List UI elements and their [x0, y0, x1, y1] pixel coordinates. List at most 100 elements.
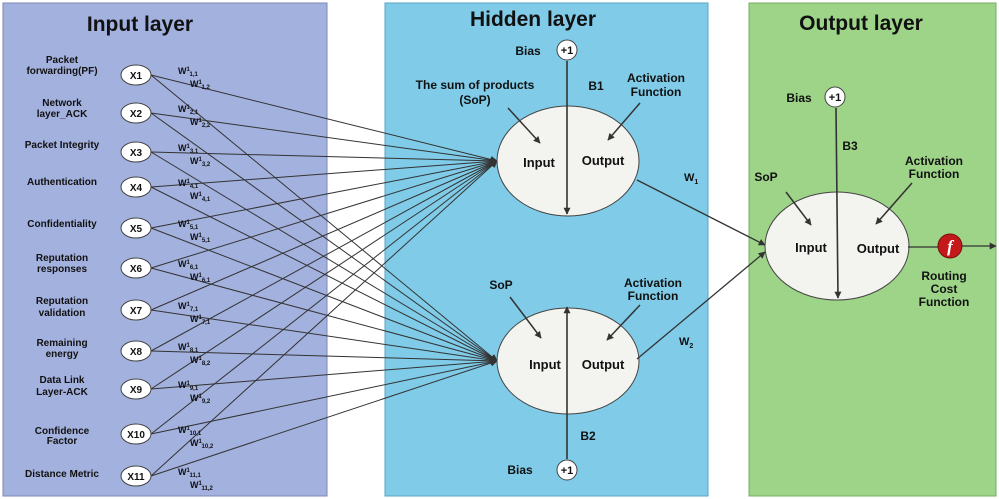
- weight-label: W12,2: [190, 117, 211, 129]
- input-label: Confidence: [35, 426, 90, 437]
- input-node-circle: [120, 340, 152, 362]
- hidden-layer-panel: [384, 2, 709, 497]
- input-label: Remaining: [36, 338, 87, 349]
- input-node-circle: [120, 102, 152, 124]
- connection-x5-h1: [150, 158, 498, 229]
- connection-x4-h1: [150, 157, 498, 188]
- b3-label: B3: [842, 139, 858, 153]
- hidden-layer-title: Hidden layer: [470, 8, 596, 31]
- sop-long-line1: The sum of products: [416, 78, 535, 92]
- input-node-circle: [120, 299, 152, 321]
- input-node-circle: [120, 176, 152, 198]
- connection-x6-h1: [150, 159, 498, 269]
- input-node-id: X11: [127, 472, 145, 483]
- hidden-neuron-1-input-label: Input: [523, 155, 555, 170]
- b3-arrow: [834, 107, 842, 299]
- input-label: Packet: [46, 55, 79, 66]
- output-activation-line2: Function: [909, 167, 960, 181]
- connection-x9-h1: [150, 160, 498, 390]
- input-node-circle: [120, 465, 152, 487]
- input-label: Reputation: [36, 296, 88, 307]
- weight-label: W18,1: [178, 342, 199, 354]
- activation-bottom-line2: Function: [628, 289, 679, 303]
- input-node-circle: [120, 217, 152, 239]
- connection-x11-h2: [150, 359, 498, 477]
- weight-label: W14,1: [190, 191, 211, 203]
- weight-label: W12,1: [178, 104, 199, 116]
- input-label: Data Link: [39, 375, 84, 386]
- input-label: Network: [42, 98, 82, 109]
- connection-x10-h1: [150, 160, 498, 435]
- input-label: validation: [39, 308, 86, 319]
- w1-connection: [636, 179, 766, 246]
- input-node-circle: [120, 64, 152, 86]
- output-sop-label: SoP: [754, 170, 777, 184]
- connection-x6-h2: [150, 267, 498, 363]
- output-bias-value: +1: [829, 92, 842, 104]
- weight-label: W13,1: [178, 143, 199, 155]
- input-node-id: X10: [127, 430, 145, 441]
- hidden-bias-bottom-value: +1: [561, 465, 574, 477]
- weight-label: W14,1: [178, 178, 199, 190]
- input-label: Distance Metric: [25, 469, 99, 480]
- hidden-bias-bottom-label: Bias: [507, 463, 533, 477]
- output-sop-arrow: [785, 191, 812, 226]
- output-layer-title: Output layer: [799, 12, 923, 35]
- activation-top-line2: Function: [631, 85, 682, 99]
- input-label: Authentication: [27, 177, 97, 188]
- input-node-circle: [120, 257, 152, 279]
- weight-label: W13,2: [190, 156, 211, 168]
- input-label: Packet Integrity: [25, 140, 100, 151]
- connection-x1-h2: [150, 74, 498, 362]
- input-label: Factor: [47, 436, 78, 447]
- connection-x9-h2: [150, 358, 498, 390]
- weight-label: W19,1: [178, 380, 199, 392]
- b1-label: B1: [588, 79, 604, 93]
- output-activation-line1: Activation: [905, 154, 963, 168]
- hidden-bias-top-label: Bias: [515, 44, 541, 58]
- w2-label: W2: [679, 336, 693, 350]
- connection-x4-h2: [150, 186, 498, 362]
- input-node-id: X9: [130, 385, 143, 396]
- weight-label: W17,1: [190, 314, 211, 326]
- input-node-id: X7: [130, 306, 143, 317]
- input-node-id: X8: [130, 347, 143, 358]
- weight-label: W111,2: [190, 480, 214, 492]
- weight-label: W110,2: [190, 438, 214, 450]
- weight-label: W19,2: [190, 393, 211, 405]
- activation-bottom-line1: Activation: [624, 276, 682, 290]
- connection-x7-h1: [150, 160, 498, 311]
- hidden-bias-top-value: +1: [561, 45, 574, 57]
- hidden-bias-bottom-node: [556, 459, 578, 481]
- hidden-neuron-2: Input Output: [496, 307, 640, 415]
- function-symbol: f: [947, 237, 955, 256]
- connection-x1-h1: [150, 74, 498, 163]
- connection-x8-h2: [150, 350, 498, 365]
- hidden-neuron-2-output-label: Output: [582, 357, 625, 372]
- activation-bottom-arrow: [606, 304, 641, 341]
- w1-label: W1: [684, 172, 698, 186]
- weight-label: W111,1: [178, 467, 202, 479]
- sop-top-arrow: [507, 107, 541, 144]
- activation-top-line1: Activation: [627, 71, 685, 85]
- weight-label: W15,1: [190, 232, 211, 244]
- output-bias-node: [824, 86, 846, 108]
- hidden-neuron-2-input-label: Input: [529, 357, 561, 372]
- input-node-circle: [120, 423, 152, 445]
- input-node-circle: [120, 378, 152, 400]
- sop-long-line2: (SoP): [459, 93, 490, 107]
- hidden-neuron-1-output-label: Output: [582, 153, 625, 168]
- connection-x2-h1: [150, 112, 498, 164]
- weight-label: W11,2: [190, 79, 211, 91]
- weight-labels: W11,1W11,2W12,1W12,2W13,1W13,2W14,1W14,1…: [178, 66, 214, 492]
- input-node-circle: [120, 141, 152, 163]
- sop-short-hidden: SoP: [489, 278, 512, 292]
- input-nodes: X1Packetforwarding(PF)X2Networklayer_ACK…: [25, 55, 152, 487]
- weight-label: W16,1: [178, 259, 199, 271]
- weight-label: W18,2: [190, 355, 211, 367]
- input-label: forwarding(PF): [26, 66, 97, 77]
- hidden-bias-top-node: [556, 39, 578, 61]
- input-label: energy: [46, 349, 79, 360]
